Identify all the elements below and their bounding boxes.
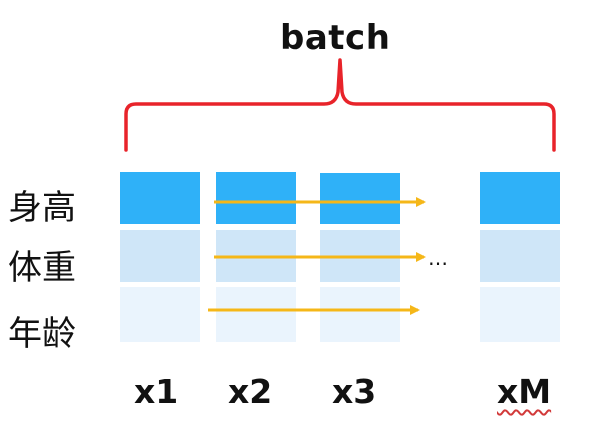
cell-x1-age (120, 287, 200, 342)
cell-x3-age (320, 287, 400, 342)
cell-x3-height (320, 173, 400, 224)
row-label-weight: 体重 (8, 248, 76, 288)
row-label-height: 身高 (8, 188, 76, 228)
cell-x1-weight (120, 230, 200, 282)
col-label-x1: x1 (134, 372, 179, 411)
batch-brace (124, 58, 556, 152)
cell-x2-age (216, 287, 296, 342)
col-label-xM: xM (497, 372, 552, 411)
cell-x2-height (216, 172, 296, 224)
cell-x1-height (120, 172, 200, 224)
cell-xM-age (480, 287, 560, 342)
cell-xM-weight (480, 230, 560, 282)
cell-x3-weight (320, 230, 400, 282)
col-label-x2: x2 (228, 372, 273, 411)
batch-title: batch (280, 18, 391, 58)
ellipsis: … (428, 246, 448, 270)
cell-xM-height (480, 172, 560, 224)
row-label-age: 年龄 (8, 314, 76, 354)
col-label-x3: x3 (332, 372, 377, 411)
cell-x2-weight (216, 230, 296, 282)
